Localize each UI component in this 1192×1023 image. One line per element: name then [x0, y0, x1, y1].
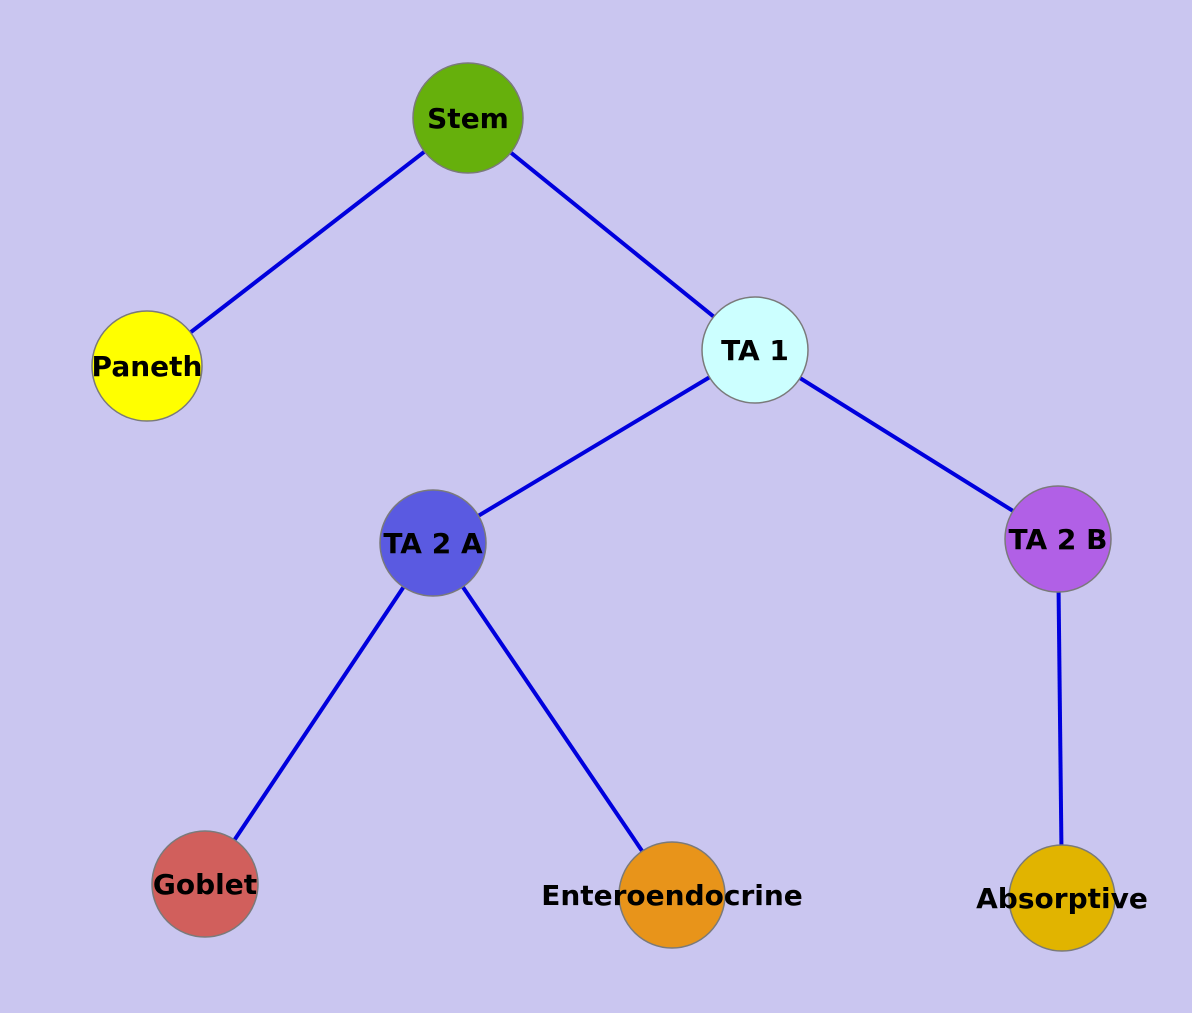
node-ta2a-label: TA 2 A — [383, 527, 483, 560]
node-stem-circle — [412, 62, 524, 174]
node-ta2b-circle — [1004, 485, 1112, 593]
node-goblet-circle — [151, 830, 259, 938]
node-goblet-label: Goblet — [153, 868, 257, 901]
node-absorptive: Absorptive — [976, 844, 1148, 952]
node-ta2a-circle — [379, 489, 487, 597]
node-stem: Stem — [412, 62, 524, 174]
edge-ta2a-goblet — [203, 541, 435, 886]
node-goblet: Goblet — [151, 830, 259, 938]
node-stem-label: Stem — [427, 102, 509, 135]
edge-ta2b-absorptive — [1056, 538, 1064, 899]
edge-ta1-ta2a — [431, 348, 757, 545]
node-paneth-label: Paneth — [92, 350, 203, 383]
node-paneth: Paneth — [91, 310, 203, 422]
node-enteroendocrine-circle — [618, 841, 726, 949]
edge-stem-paneth — [145, 116, 470, 368]
node-ta2b: TA 2 B — [1004, 485, 1112, 593]
node-ta2a: TA 2 A — [379, 489, 487, 597]
node-absorptive-circle — [1008, 844, 1116, 952]
node-ta1-label: TA 1 — [721, 334, 789, 367]
node-ta2b-label: TA 2 B — [1009, 523, 1108, 556]
node-enteroendocrine: Enteroendocrine — [541, 841, 803, 949]
edge-stem-ta1 — [466, 116, 757, 352]
node-enteroendocrine-label: Enteroendocrine — [541, 879, 803, 912]
edge-ta1-ta2b — [753, 348, 1060, 541]
node-ta1: TA 1 — [701, 296, 809, 404]
node-absorptive-label: Absorptive — [976, 882, 1148, 915]
node-ta1-circle — [701, 296, 809, 404]
node-paneth-circle — [91, 310, 203, 422]
edge-ta2a-enteroendocrine — [431, 541, 674, 897]
